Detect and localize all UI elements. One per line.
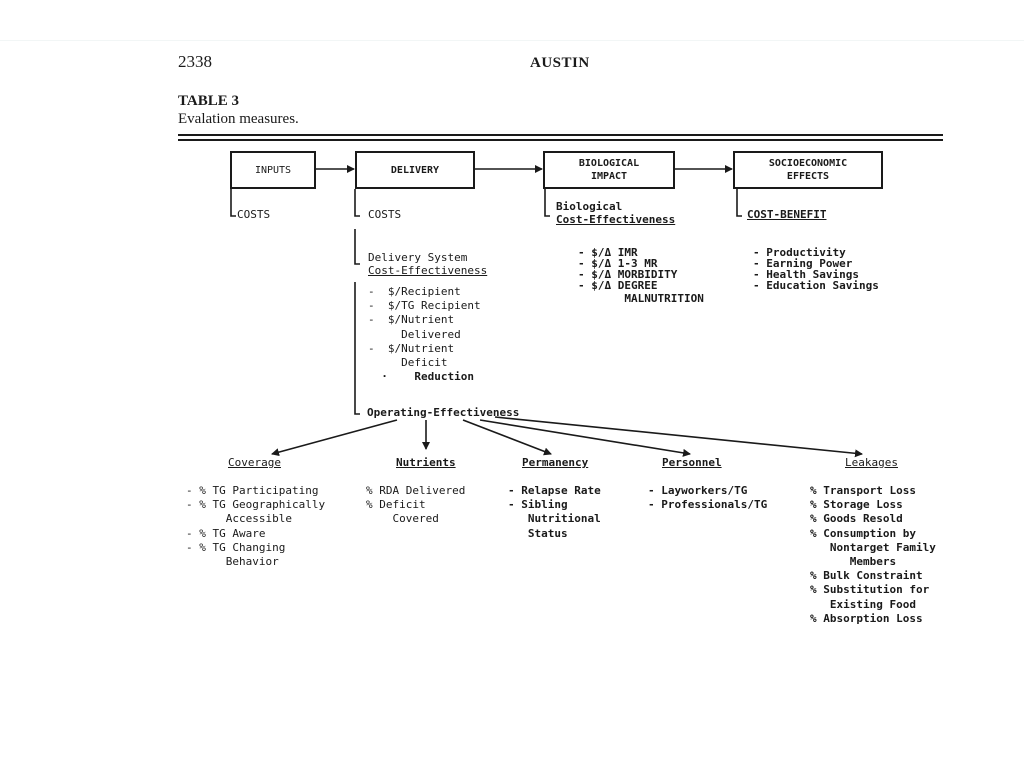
list-item: % Consumption by — [810, 526, 916, 540]
table-label: TABLE 3 — [178, 93, 239, 109]
list-item: - $/Recipient — [368, 285, 461, 298]
list-item: - % TG Participating — [186, 484, 319, 497]
box-delivery: DELIVERY — [355, 151, 475, 189]
connector-inputs-costs — [230, 189, 236, 217]
list-item: Covered — [366, 512, 439, 526]
list-item: % RDA Delivered — [366, 484, 466, 497]
connector-delivery-costs — [354, 189, 360, 217]
table-caption: Evalation measures. — [178, 111, 299, 127]
list-item: Nutritional — [508, 512, 601, 526]
category-permanency-title: Permanency — [522, 456, 589, 469]
category-leakages-title: Leakages — [845, 456, 898, 469]
cost-benefit-label: COST-BENEFIT — [747, 208, 827, 221]
list-item: - Relapse Rate — [508, 484, 601, 497]
list-item: Deficit — [368, 356, 448, 370]
category-nutrients-title: Nutrients — [396, 456, 456, 469]
biological-ce-line2: Cost-Effectiveness — [556, 213, 676, 226]
permanency-list: - Relapse Rate - Sibling Nutritional Sta… — [508, 484, 601, 541]
list-item: - Sibling — [508, 498, 568, 512]
operating-effectiveness-label: Operating-Effectiveness — [367, 406, 520, 419]
list-item: Nontarget Family — [810, 540, 936, 554]
list-item: Existing Food — [810, 597, 916, 611]
list-item: - $/TG Recipient — [368, 299, 481, 313]
box-delivery-label: DELIVERY — [390, 164, 440, 176]
arrow-leakages — [494, 416, 863, 458]
list-item: - $/Δ MORBIDITY — [578, 267, 678, 281]
category-coverage-title: Coverage — [228, 456, 281, 469]
connector-delivery-ce — [354, 229, 360, 265]
delivery-ce-line2: Cost-Effectiveness — [368, 264, 488, 277]
personnel-list: - Layworkers/TG - Professionals/TG — [648, 484, 767, 512]
top-rule-double — [178, 139, 943, 141]
list-item: % Transport Loss — [810, 484, 916, 497]
socioeconomic-list: - Productivity - Earning Power - Health … — [753, 246, 879, 292]
list-item: - $/Nutrient — [368, 341, 455, 355]
list-item: - Health Savings — [753, 267, 859, 281]
nutrients-list: % RDA Delivered % Deficit Covered — [366, 484, 465, 527]
list-item: - Earning Power — [753, 256, 853, 270]
box-biological-impact: BIOLOGICAL IMPACT — [543, 151, 675, 189]
list-item: % Goods Resold — [810, 512, 903, 526]
arrow-personnel — [479, 419, 691, 457]
list-item: - $/Δ IMR — [578, 246, 638, 259]
list-item: % Absorption Loss — [810, 611, 923, 625]
biological-list: - $/Δ IMR - $/Δ 1-3 MR - $/Δ MORBIDITY -… — [578, 246, 704, 306]
list-item: % Bulk Constraint — [810, 569, 923, 583]
list-item: · Reduction — [368, 370, 474, 384]
connector-operating — [354, 282, 360, 415]
delivery-ce-list: - $/Recipient - $/TG Recipient - $/Nutri… — [368, 285, 481, 384]
biological-ce-line1: Biological — [556, 200, 623, 213]
list-item: - Education Savings — [753, 278, 879, 292]
list-item: MALNUTRITION — [578, 291, 704, 305]
arrow-permanency — [462, 419, 552, 456]
list-item: Accessible — [186, 512, 292, 526]
list-item: - % TG Changing — [186, 540, 286, 554]
list-item: - $/Δ DEGREE — [578, 278, 658, 292]
box-socioeconomic-effects: SOCIOECONOMIC EFFECTS — [733, 151, 883, 189]
list-item: - $/Nutrient — [368, 313, 455, 327]
box-socioeconomic-label: SOCIOECONOMIC EFFECTS — [768, 158, 848, 182]
connector-cost-benefit — [736, 189, 742, 217]
delivery-ce-line1: Delivery System — [368, 251, 468, 264]
list-item: - Productivity — [753, 246, 846, 259]
list-item: Delivered — [368, 327, 461, 341]
top-rule — [178, 134, 943, 136]
list-item: % Substitution for — [810, 583, 930, 597]
box-inputs: INPUTS — [230, 151, 316, 189]
connector-biological-ce — [544, 189, 550, 217]
list-item: Status — [508, 526, 568, 540]
box-inputs-label: INPUTS — [254, 164, 292, 176]
list-item: % Storage Loss — [810, 498, 903, 512]
list-item: % Deficit — [366, 498, 426, 512]
inputs-costs-label: COSTS — [237, 208, 271, 221]
running-head: AUSTIN — [530, 55, 590, 71]
list-item: Members — [810, 555, 897, 569]
delivery-costs-label: COSTS — [368, 208, 402, 221]
list-item: - Layworkers/TG — [648, 484, 748, 497]
list-item: - $/Δ 1-3 MR — [578, 256, 658, 270]
category-personnel-title: Personnel — [662, 456, 722, 469]
leakages-list: % Transport Loss % Storage Loss % Goods … — [810, 484, 936, 626]
box-biological-label: BIOLOGICAL IMPACT — [578, 158, 640, 182]
page-number: 2338 — [178, 52, 212, 71]
top-band — [0, 0, 1024, 41]
list-item: - Professionals/TG — [648, 498, 768, 512]
list-item: Behavior — [186, 555, 279, 569]
arrow-coverage — [271, 419, 398, 457]
list-item: - % TG Aware — [186, 526, 266, 540]
list-item: - % TG Geographically — [186, 498, 326, 512]
coverage-list: - % TG Participating - % TG Geographical… — [186, 484, 325, 569]
